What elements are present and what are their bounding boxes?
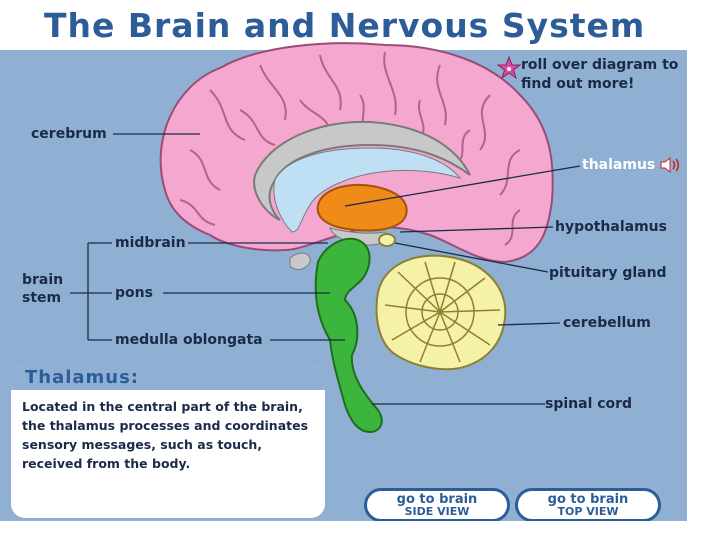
label-cerebrum[interactable]: cerebrum (31, 126, 107, 142)
corpus-callosum (253, 120, 471, 221)
speaker-icon[interactable] (660, 156, 680, 174)
label-pituitary-gland[interactable]: pituitary gland (549, 265, 667, 281)
label-pons[interactable]: pons (115, 285, 153, 301)
label-brain-stem-line2[interactable]: stem (22, 290, 62, 306)
label-spinal-cord[interactable]: spinal cord (545, 396, 633, 412)
label-medulla-oblongata[interactable]: medulla oblongata (115, 332, 263, 348)
page-title: The Brain and Nervous System (44, 6, 646, 45)
info-panel: Thalamus: Located in the central part of… (11, 366, 325, 518)
thalamus-region[interactable] (316, 184, 408, 232)
ventricle (273, 147, 462, 233)
title-bar: The Brain and Nervous System (0, 0, 687, 50)
label-brain-stem-line1[interactable]: brain (22, 272, 64, 288)
app-window: The Brain and Nervous System roll over d… (0, 0, 687, 521)
info-description: Located in the central part of the brain… (22, 399, 309, 471)
label-thalamus[interactable]: thalamus (582, 157, 656, 173)
temporal-fold (289, 252, 311, 270)
rollover-hint: roll over diagram to find out more! (521, 57, 679, 92)
side-view-button-line2: SIDE VIEW (404, 505, 470, 518)
brain-diagram (70, 42, 581, 434)
side-view-button[interactable]: go to brain SIDE VIEW (364, 488, 510, 521)
top-view-button[interactable]: go to brain TOP VIEW (515, 488, 661, 521)
label-hypothalamus[interactable]: hypothalamus (555, 219, 667, 235)
cerebellum-folds (384, 261, 501, 363)
top-view-button-line1: go to brain (547, 492, 629, 507)
info-panel-header: Thalamus: (11, 366, 325, 390)
pituitary-gland-region[interactable] (378, 233, 396, 247)
brain-stem-region[interactable] (314, 237, 383, 434)
side-view-button-line1: go to brain (396, 492, 478, 507)
label-pointers (70, 133, 581, 405)
label-midbrain[interactable]: midbrain (115, 235, 186, 251)
top-view-button-line2: TOP VIEW (557, 505, 619, 518)
info-title: Thalamus: (25, 367, 140, 388)
star-icon (497, 56, 521, 80)
label-cerebellum[interactable]: cerebellum (563, 315, 651, 331)
